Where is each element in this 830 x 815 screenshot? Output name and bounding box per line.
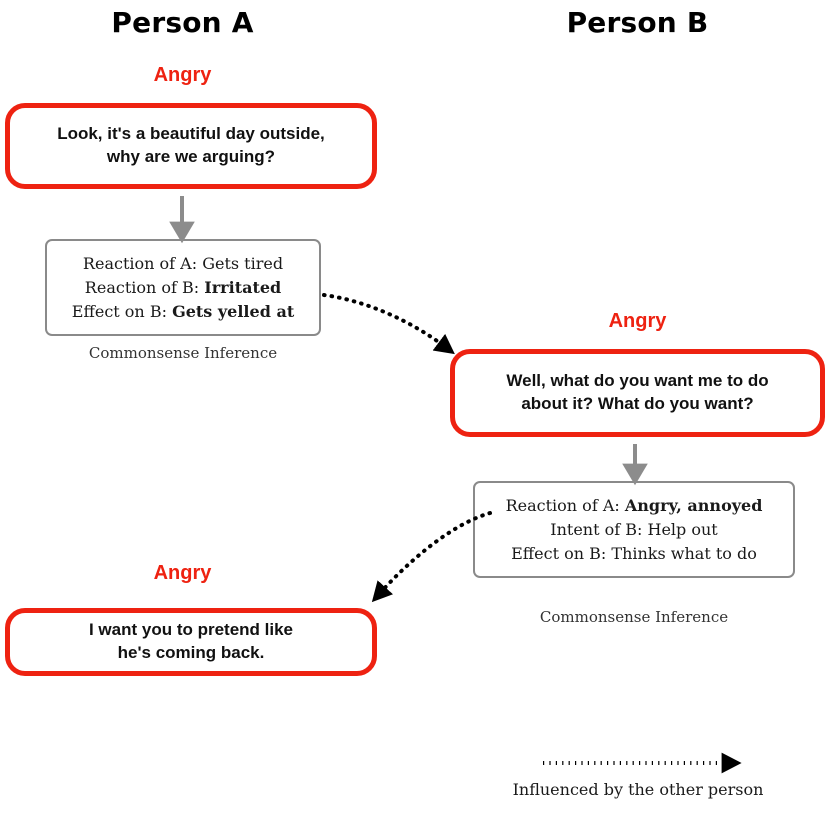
utterance-bubble-turn-3[interactable]: I want you to pretend like he's coming b… <box>5 608 377 676</box>
inference-label: Reaction of A: <box>82 253 198 273</box>
inference-value: Gets yelled at <box>172 301 295 321</box>
inference-caption-2: Commonsense Inference <box>539 608 729 626</box>
inference-value: Irritated <box>204 277 282 297</box>
inference-line: Intent of B: Help out <box>550 518 717 542</box>
inference-line: Reaction of B: Irritated <box>85 276 281 300</box>
inference-caption-1: Commonsense Inference <box>88 344 278 362</box>
emotion-label-turn-2: Angry <box>608 310 667 332</box>
inference-label: Reaction of A: <box>505 495 620 515</box>
inference-line: Reaction of A: Angry, annoyed <box>506 494 763 518</box>
emotion-label-turn-3: Angry <box>153 562 212 584</box>
inference-value: Thinks what to do <box>611 543 757 563</box>
column-title-person-b: Person B <box>566 6 709 39</box>
inference-value: Gets tired <box>202 253 284 273</box>
inference-line: Effect on B: Gets yelled at <box>72 300 294 324</box>
inference-value: Help out <box>647 519 718 539</box>
inference-label: Effect on B: <box>71 301 167 321</box>
column-title-person-a: Person A <box>111 6 254 39</box>
inference-label: Reaction of B: <box>84 277 200 297</box>
inference-value: Angry, annoyed <box>624 495 763 515</box>
inference-line: Reaction of A: Gets tired <box>83 252 283 276</box>
inference-box-2[interactable]: Reaction of A: Angry, annoyed Intent of … <box>473 481 795 578</box>
utterance-bubble-turn-2[interactable]: Well, what do you want me to do about it… <box>450 349 825 437</box>
influence-arrow-a-to-b <box>322 293 455 355</box>
inference-label: Effect on B: <box>511 543 607 563</box>
utterance-bubble-turn-1[interactable]: Look, it's a beautiful day outside, why … <box>5 103 377 189</box>
inference-label: Intent of B: <box>550 519 643 539</box>
inference-line: Effect on B: Thinks what to do <box>511 542 757 566</box>
legend-caption: Influenced by the other person <box>512 780 764 799</box>
emotion-label-turn-1: Angry <box>153 64 212 86</box>
inference-box-1[interactable]: Reaction of A: Gets tired Reaction of B:… <box>45 239 321 336</box>
